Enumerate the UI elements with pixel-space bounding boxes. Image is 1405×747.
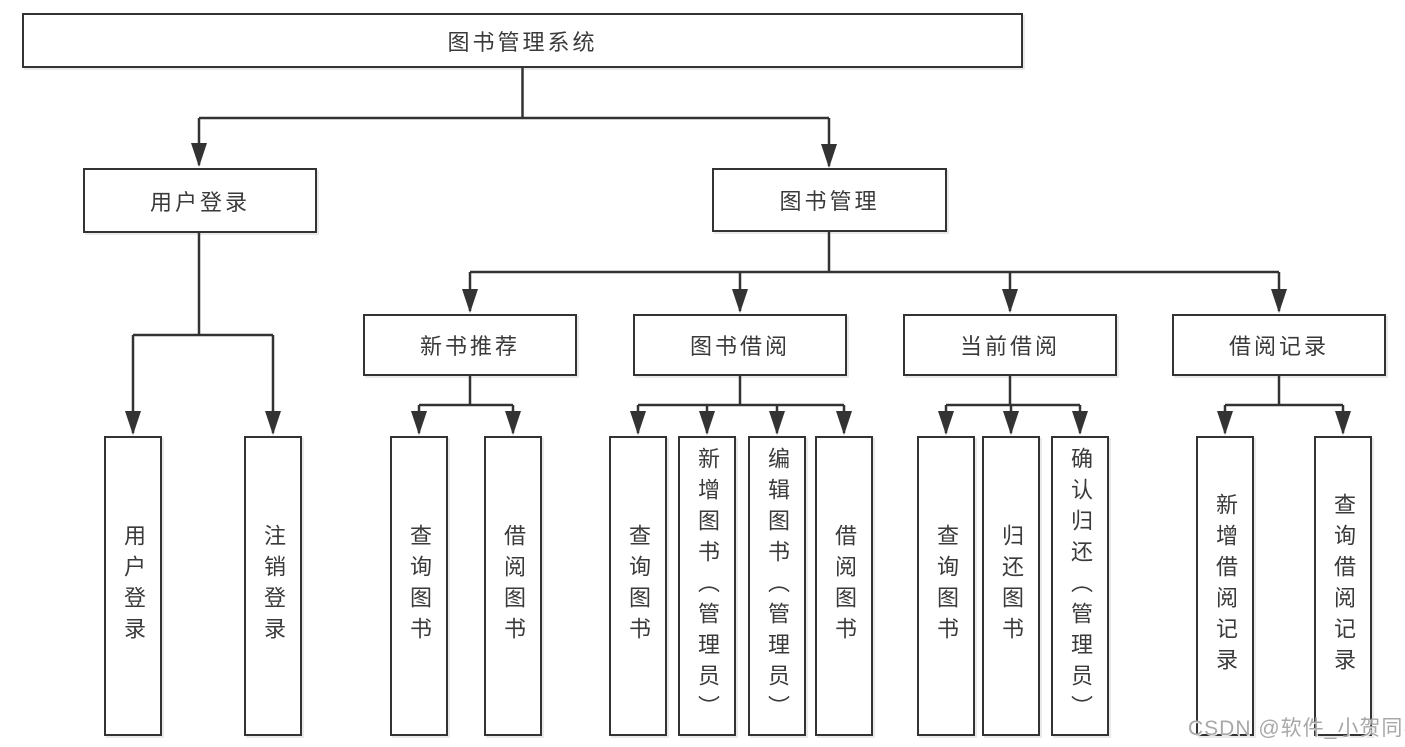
leaf-query-borrow-record: 查询借阅记录 [1314,436,1372,736]
arrow-down-icon [1271,289,1287,313]
leaf-return-books-label: 归还图书 [999,524,1024,648]
leaf-borrow-books-recommend-label: 借阅图书 [501,524,526,648]
node-book-borrow: 图书借阅 [633,314,847,376]
arrow-down-icon [462,289,478,313]
arrowhead-icons [125,143,1351,435]
leaf-query-books-borrow-label: 查询图书 [626,524,651,648]
node-book-management: 图书管理 [712,168,947,232]
node-book-management-label: 图书管理 [779,189,880,214]
leaf-query-books-current: 查询图书 [917,436,975,736]
connector-paths [131,68,1345,433]
leaf-return-books: 归还图书 [982,436,1040,736]
leaf-logout: 注销登录 [244,436,302,736]
arrow-down-icon [836,411,852,435]
arrow-down-icon [191,143,207,167]
arrow-down-icon [125,411,141,435]
arrow-down-icon [630,411,646,435]
leaf-query-books-recommend-label: 查询图书 [407,524,432,648]
leaf-add-books-admin: 新增图书（管理员） [678,436,736,736]
leaf-user-login-label: 用户登录 [121,524,146,648]
node-borrow-records: 借阅记录 [1172,314,1386,376]
leaf-query-books-recommend: 查询图书 [390,436,448,736]
leaf-borrow-books-recommend: 借阅图书 [484,436,542,736]
leaf-query-books-borrow: 查询图书 [609,436,667,736]
leaf-confirm-return-admin: 确认归还（管理员） [1051,436,1109,736]
leaf-borrow-books-label: 借阅图书 [832,524,857,648]
leaf-confirm-return-admin-label: 确认归还（管理员） [1068,446,1093,726]
leaf-add-borrow-record-label: 新增借阅记录 [1213,493,1238,679]
node-current-borrow: 当前借阅 [903,314,1117,376]
node-user-login-label: 用户登录 [149,189,250,215]
arrow-down-icon [699,411,715,435]
arrow-down-icon [1217,411,1233,435]
node-user-login: 用户登录 [83,168,317,233]
leaf-add-borrow-record: 新增借阅记录 [1196,436,1254,736]
node-new-book-recommend-label: 新书推荐 [419,334,520,359]
arrow-down-icon [265,411,281,435]
node-root-label: 图书管理系统 [447,29,598,55]
leaf-logout-label: 注销登录 [261,524,286,648]
arrow-down-icon [938,411,954,435]
leaf-query-books-current-label: 查询图书 [934,524,959,648]
arrow-down-icon [1003,411,1019,435]
node-book-borrow-label: 图书借阅 [689,334,790,359]
leaf-borrow-books: 借阅图书 [815,436,873,736]
arrow-down-icon [411,411,427,435]
arrow-down-icon [1002,289,1018,313]
leaf-edit-books-admin-label: 编辑图书（管理员） [765,446,790,726]
node-new-book-recommend: 新书推荐 [363,314,577,376]
arrow-down-icon [821,144,837,168]
arrow-down-icon [732,289,748,313]
arrow-down-icon [769,411,785,435]
node-root: 图书管理系统 [22,13,1023,68]
arrow-down-icon [505,411,521,435]
node-current-borrow-label: 当前借阅 [959,334,1060,359]
leaf-query-borrow-record-label: 查询借阅记录 [1331,493,1356,679]
arrow-down-icon [1072,411,1088,435]
watermark-csdn: CSDN @软件_小贺同学 [1188,717,1405,740]
arrow-down-icon [1335,411,1351,435]
leaf-edit-books-admin: 编辑图书（管理员） [748,436,806,736]
node-borrow-records-label: 借阅记录 [1228,334,1329,359]
leaf-user-login: 用户登录 [104,436,162,736]
leaf-add-books-admin-label: 新增图书（管理员） [695,446,720,726]
